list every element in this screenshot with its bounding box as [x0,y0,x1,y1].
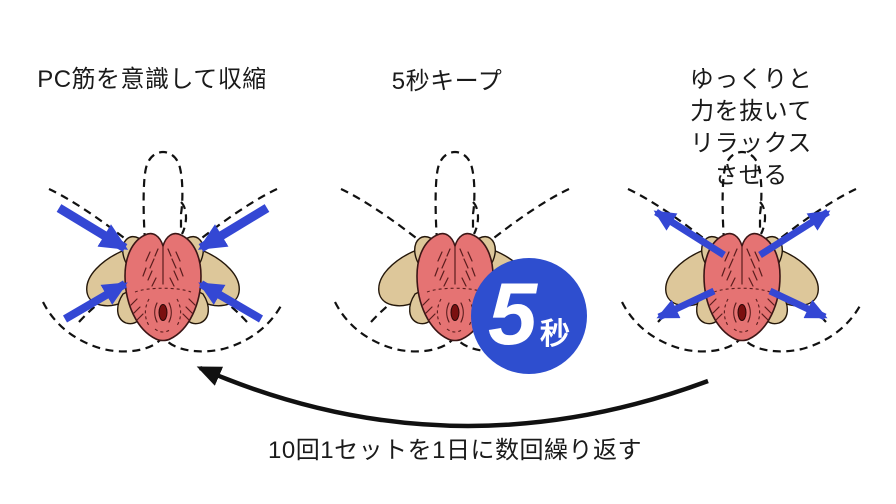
contract-arrows-inward [56,204,270,323]
outward-arrow-bottom-left [656,287,716,321]
badge-unit: 秒 [539,318,570,351]
step-1-illustration [33,142,293,362]
step-3-label: ゆっくりと力を抜いて リラックスさせる [689,66,813,189]
pelvic-floor-relax-svg [620,150,864,353]
badge-number: 5 [488,264,537,363]
inward-arrow-top-right [197,204,270,252]
relax-arrows-outward [653,209,831,321]
step-3-illustration [612,142,872,362]
inward-arrow-top-left [56,204,129,252]
inward-arrow-bottom-right [198,280,264,323]
repeat-cycle-arrow [196,365,709,429]
pelvic-floor-contract-svg [41,150,285,353]
step-1-label: PC筋を意識して収縮 [37,66,267,93]
outward-arrow-top-left [653,209,726,258]
step-2-label: 5秒キープ [391,68,503,95]
repetition-caption: 10回1セットを1日に数回繰り返す [268,437,642,464]
inward-arrow-bottom-left [62,280,128,323]
outward-arrow-top-right [758,209,831,258]
five-seconds-badge: 5 秒 [471,258,587,374]
outward-arrow-bottom-right [768,287,828,321]
